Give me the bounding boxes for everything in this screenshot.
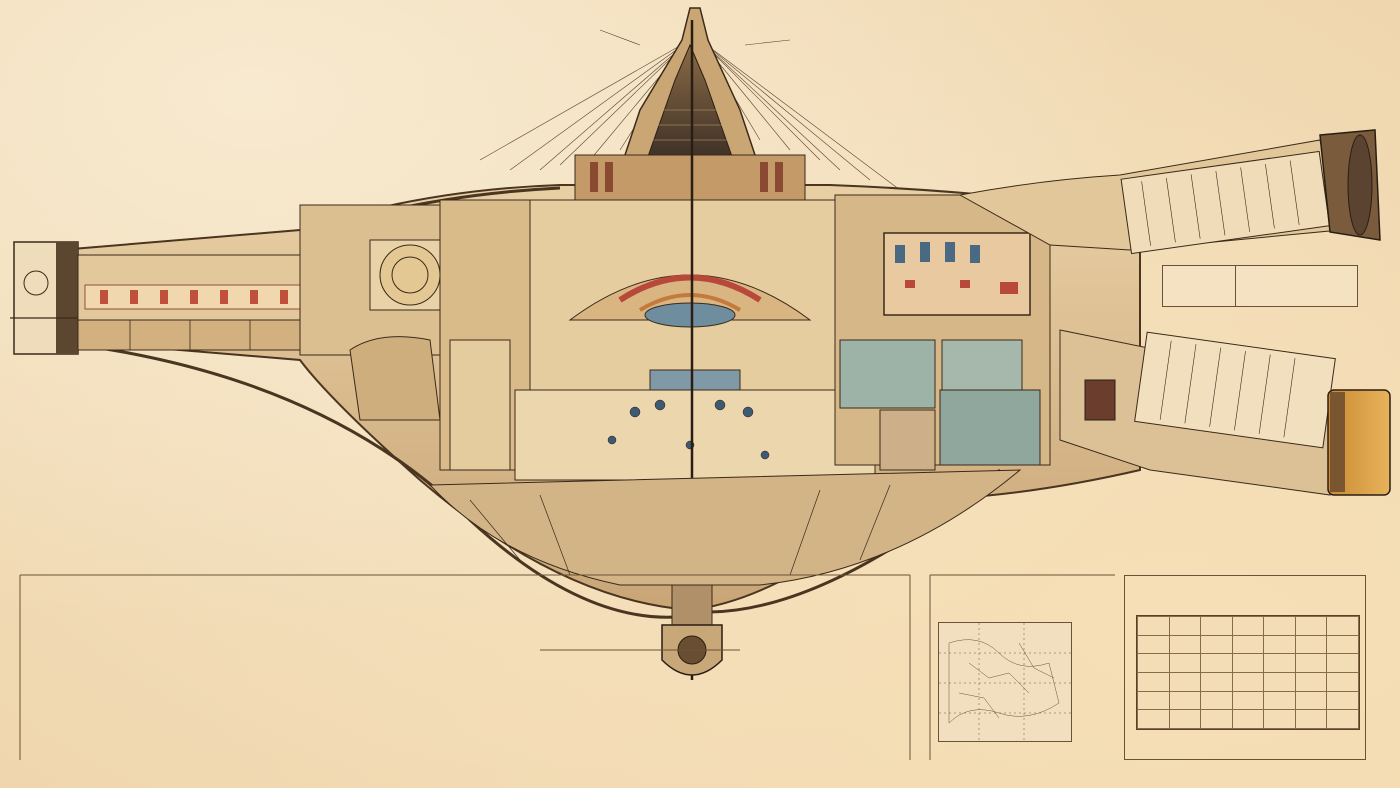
table-cell (1263, 653, 1296, 673)
table-cell (1137, 653, 1170, 673)
table-cell (1326, 634, 1359, 655)
table-cell (1263, 690, 1296, 711)
table-cell (1294, 671, 1328, 692)
table-cell (1168, 616, 1202, 636)
table-cell (1200, 671, 1233, 692)
table-cell (1137, 709, 1170, 729)
table-cell (1263, 709, 1296, 729)
aft-lower-tube (1059, 329, 1391, 496)
table-cell (1294, 690, 1328, 711)
table-cell (1168, 709, 1202, 729)
table-cell (1231, 616, 1265, 636)
table-cell (1168, 690, 1202, 711)
central-hall (514, 20, 876, 680)
table-cell (1168, 671, 1202, 692)
table-cell (1231, 671, 1265, 692)
table-cell (1326, 690, 1359, 711)
hull-sweep (79, 343, 1001, 619)
table-cell (1326, 653, 1359, 673)
table-cell (1263, 616, 1296, 636)
table-row (1137, 634, 1359, 655)
table-cell (1326, 671, 1359, 692)
table-cell (1137, 671, 1170, 692)
aft-midsection (834, 194, 1051, 471)
table-cell (1263, 634, 1296, 655)
table-cell (1168, 634, 1202, 655)
table-cell (1294, 709, 1328, 729)
table-cell (1294, 653, 1328, 673)
table-cell (1168, 653, 1202, 673)
table-cell (1231, 709, 1265, 729)
table-cell (1294, 634, 1328, 655)
table-cell (1200, 690, 1233, 711)
label-box-divider (1235, 266, 1236, 306)
table-cell (1137, 690, 1170, 711)
table-cell (1263, 671, 1296, 692)
table-cell (1137, 616, 1170, 636)
central-dome (574, 7, 806, 201)
table-cell (1200, 709, 1233, 729)
table-cell (1326, 616, 1359, 636)
table-cell (1200, 653, 1233, 673)
table-cell (1326, 709, 1359, 729)
panel-rules (19, 574, 1115, 760)
spec-table-body (1137, 616, 1359, 729)
table-cell (1231, 690, 1265, 711)
map-figure (938, 622, 1072, 742)
aft-label-box (1162, 265, 1358, 307)
table-row (1137, 616, 1359, 636)
map-drawing (939, 623, 1071, 741)
table-cell (1200, 616, 1233, 636)
table-row (1137, 671, 1359, 692)
spec-panel (1124, 575, 1366, 760)
table-row (1137, 690, 1359, 711)
table-cell (1200, 634, 1233, 655)
table-cell (1231, 634, 1265, 655)
table-row (1137, 653, 1359, 673)
forward-decks (299, 199, 531, 471)
spec-table (1136, 615, 1360, 730)
table-cell (1231, 653, 1265, 673)
table-cell (1137, 634, 1170, 655)
table-row (1137, 709, 1359, 729)
lower-keel (428, 469, 1022, 676)
table-cell (1294, 616, 1328, 636)
aft-upper-tube (958, 129, 1381, 255)
